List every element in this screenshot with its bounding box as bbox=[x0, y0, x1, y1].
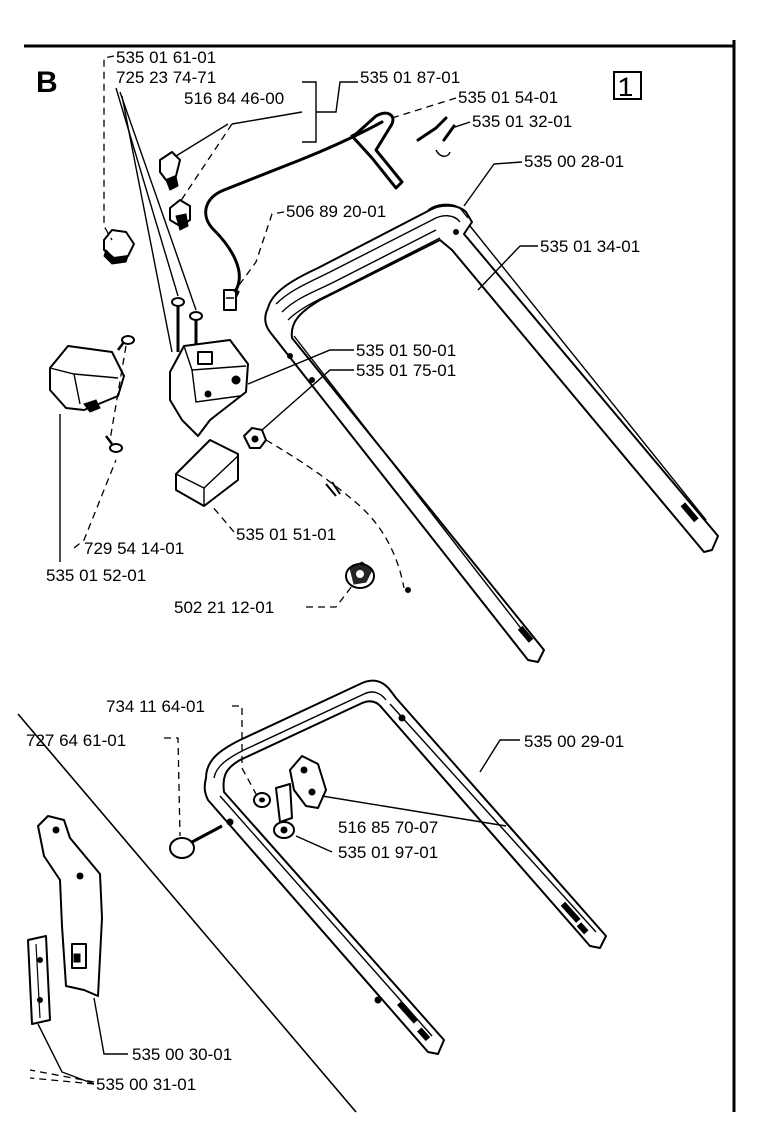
carriage-bolt bbox=[169, 824, 223, 859]
small-plate bbox=[27, 935, 51, 1025]
label-734-11-64-01: 734 11 64-01 bbox=[106, 697, 205, 716]
label-535-00-29-01: 535 00 29-01 bbox=[524, 732, 624, 751]
label-535-01-51-01: 535 01 51-01 bbox=[236, 525, 336, 544]
label-725-23-74-71: 725 23 74-71 bbox=[116, 68, 216, 87]
switch-cover bbox=[49, 345, 125, 413]
label-535-01-34-01: 535 01 34-01 bbox=[540, 237, 640, 256]
wire-connector bbox=[325, 481, 411, 593]
label-535-00-31-01: 535 00 31-01 bbox=[96, 1075, 196, 1094]
screw-top bbox=[117, 335, 135, 351]
label-535-00-30-01: 535 00 30-01 bbox=[132, 1045, 232, 1064]
wire-dashed bbox=[265, 439, 405, 589]
spring-clip bbox=[416, 116, 456, 157]
label-506-89-20-01: 506 89 20-01 bbox=[286, 202, 386, 221]
mounting-plate bbox=[175, 439, 239, 507]
adjuster-plate bbox=[289, 755, 327, 809]
label-516-85-70-07: 516 85 70-07 bbox=[338, 818, 438, 837]
section-label: B bbox=[36, 66, 58, 99]
cable-fitting-top bbox=[159, 151, 181, 191]
lower-handle-tube bbox=[203, 679, 607, 1055]
label-535-01-54-01: 535 01 54-01 bbox=[458, 88, 558, 107]
upper-handle-tube bbox=[264, 203, 719, 663]
label-535-00-28-01: 535 00 28-01 bbox=[524, 152, 624, 171]
label-535-01-50-01: 535 01 50-01 bbox=[356, 341, 456, 360]
label-535-01-61-01: 535 01 61-01 bbox=[116, 48, 216, 67]
hex-nut-right bbox=[243, 427, 267, 449]
control-cable bbox=[204, 120, 384, 292]
label-535-01-32-01: 535 01 32-01 bbox=[472, 112, 572, 131]
handle-knob bbox=[345, 561, 375, 589]
label-535-01-97-01: 535 01 97-01 bbox=[338, 843, 438, 862]
switch-housing-bracket bbox=[169, 339, 249, 437]
label-729-54-14-01: 729 54 14-01 bbox=[84, 539, 184, 558]
brake-bail bbox=[350, 111, 404, 190]
label-516-84-46-00: 516 84 46-00 bbox=[184, 89, 284, 108]
hex-nut-left bbox=[103, 229, 135, 265]
book-reference-icon bbox=[613, 71, 642, 100]
label-535-01-87-01: 535 01 87-01 bbox=[360, 68, 460, 87]
adjuster-lever bbox=[273, 783, 295, 839]
diagonal-divider-line bbox=[17, 713, 357, 1113]
leader-lines bbox=[29, 55, 538, 1085]
label-727-64-61-01: 727 64 61-01 bbox=[26, 731, 126, 750]
label-502-21-12-01: 502 21 12-01 bbox=[174, 598, 274, 617]
cable-bracket bbox=[223, 289, 237, 311]
cable-fitting-mid bbox=[169, 199, 191, 231]
label-535-01-75-01: 535 01 75-01 bbox=[356, 361, 456, 380]
label-535-01-52-01: 535 01 52-01 bbox=[46, 566, 146, 585]
side-plate bbox=[37, 815, 103, 997]
screw-bottom bbox=[105, 435, 123, 453]
washer bbox=[253, 792, 271, 808]
